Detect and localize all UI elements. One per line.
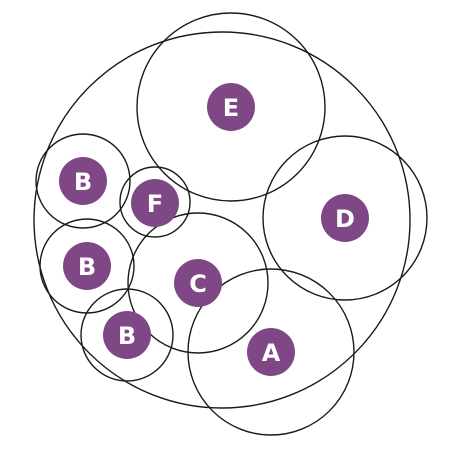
badge-b-bottom-label: B bbox=[118, 322, 136, 350]
badge-c: C bbox=[174, 259, 222, 307]
circle-a bbox=[187, 268, 355, 436]
badge-b-middle-label: B bbox=[78, 253, 96, 281]
badge-e: E bbox=[207, 83, 255, 131]
badge-b-top-label: B bbox=[74, 168, 92, 196]
badge-d-label: D bbox=[335, 205, 355, 233]
badge-b-top: B bbox=[59, 157, 107, 205]
badge-e-label: E bbox=[223, 94, 239, 122]
badge-f: F bbox=[131, 179, 179, 227]
circle-d bbox=[262, 135, 428, 301]
badge-b-bottom: B bbox=[103, 311, 151, 359]
badge-f-label: F bbox=[147, 190, 163, 218]
badge-a: A bbox=[247, 328, 295, 376]
badge-a-label: A bbox=[262, 339, 281, 367]
badge-d: D bbox=[321, 194, 369, 242]
circle-b-top bbox=[35, 133, 131, 229]
circle-c bbox=[127, 212, 269, 354]
badge-b-middle: B bbox=[63, 242, 111, 290]
circle-f bbox=[119, 166, 191, 238]
circle-e bbox=[136, 12, 326, 202]
circle-b-bottom bbox=[80, 288, 174, 382]
outer-circle bbox=[33, 31, 411, 409]
badge-c-label: C bbox=[189, 270, 207, 298]
